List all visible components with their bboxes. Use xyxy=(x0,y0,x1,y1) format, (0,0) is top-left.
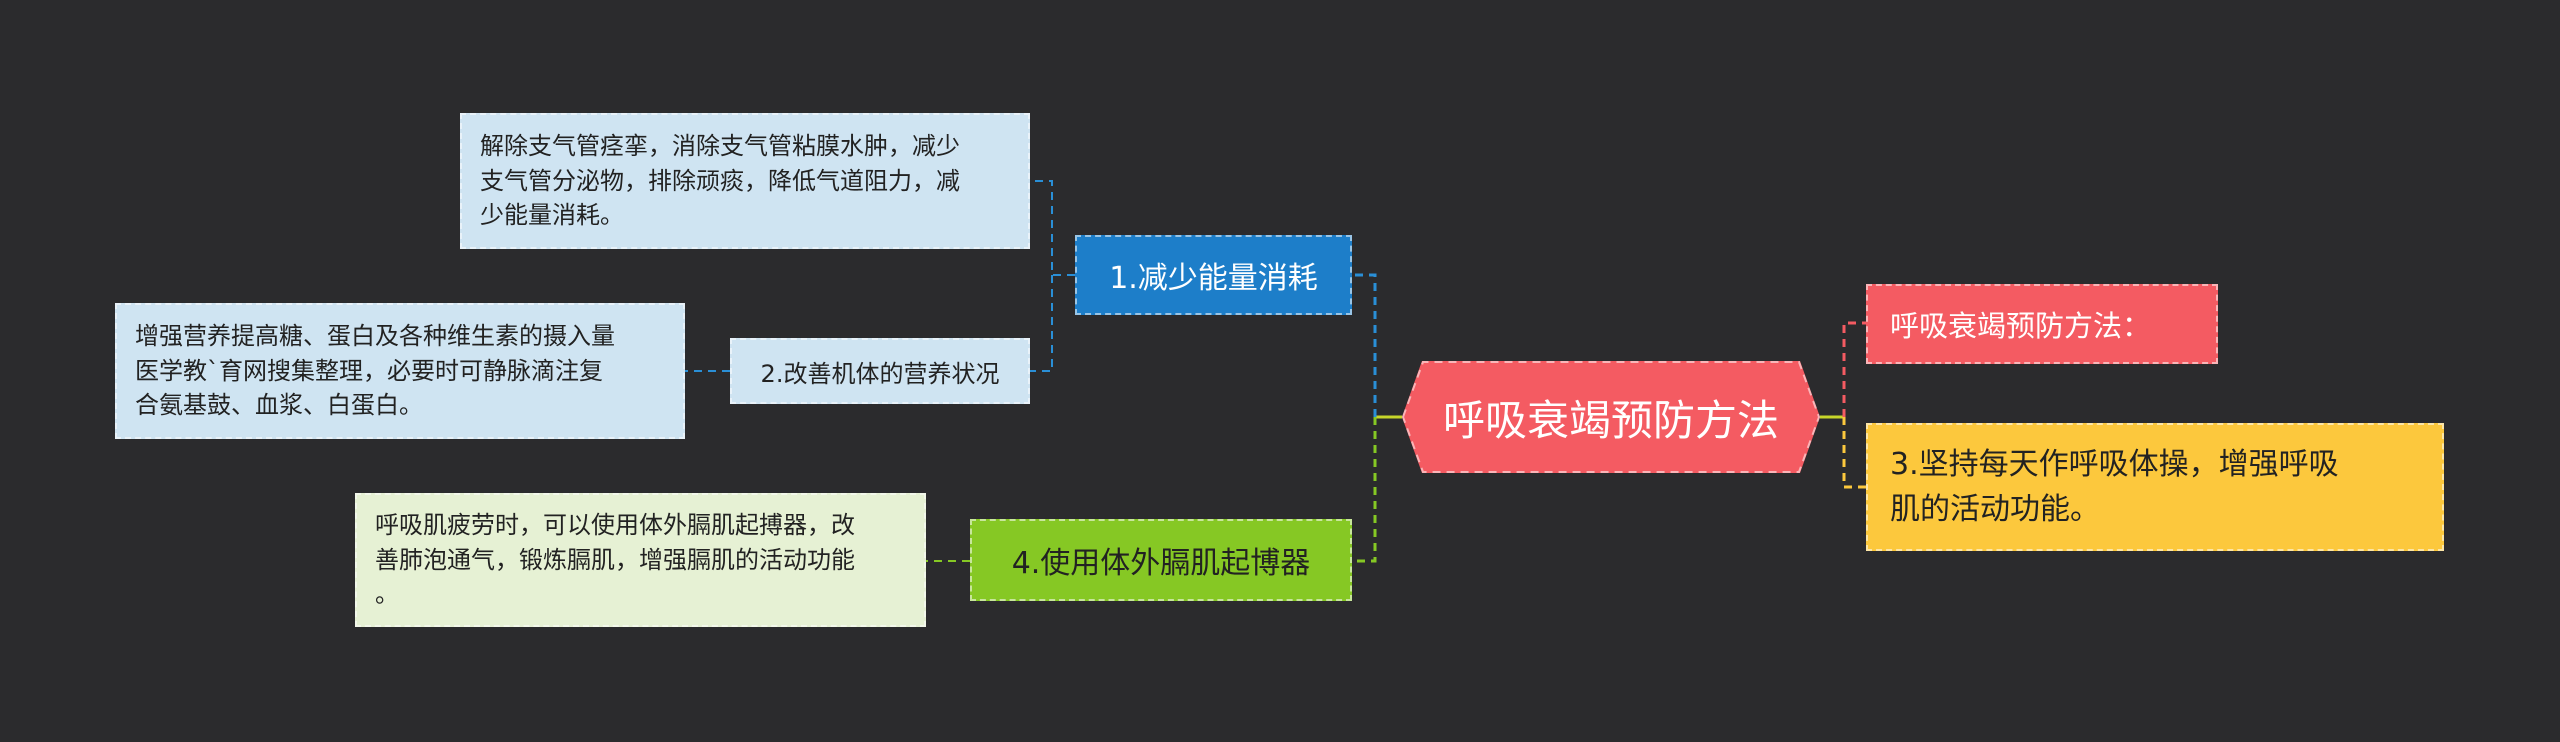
leaf-text-line: 医学教`育网搜集整理，必要时可静脉滴注复 xyxy=(135,356,603,385)
branch-methods-title-label: 呼吸衰竭预防方法： xyxy=(1890,309,2152,343)
branch-diaphragm-pacer[interactable]: 4.使用体外膈肌起博器 xyxy=(970,519,1352,601)
leaf-text-line: 解除支气管痉挛，消除支气管粘膜水肿，减少 xyxy=(480,131,960,160)
branch-improve-nutrition-label: 2.改善机体的营养状况 xyxy=(760,359,1000,388)
branch-methods-title[interactable]: 呼吸衰竭预防方法： xyxy=(1866,284,2218,364)
branch-text-line: 肌的活动功能。 xyxy=(1890,492,2100,527)
leaf-text-line: 少能量消耗。 xyxy=(480,201,624,230)
branch-diaphragm-pacer-label: 4.使用体外膈肌起博器 xyxy=(1011,546,1311,581)
branch-improve-nutrition[interactable]: 2.改善机体的营养状况 xyxy=(730,338,1030,404)
leaf-text-line: 善肺泡通气，锻炼膈肌，增强膈肌的活动功能 xyxy=(375,545,855,574)
leaf-text-line: 支气管分泌物，排除顽痰，降低气道阻力，减 xyxy=(480,166,960,195)
leaf-text-line: 。 xyxy=(375,580,399,609)
leaf-text-line: 呼吸肌疲劳时，可以使用体外膈肌起搏器，改 xyxy=(375,510,855,539)
branch-reduce-energy[interactable]: 1.减少能量消耗 xyxy=(1075,235,1352,315)
leaf-text-line: 增强营养提高糖、蛋白及各种维生素的摄入量 xyxy=(135,321,615,350)
branch-text-line: 3.坚持每天作呼吸体操，增强呼吸 xyxy=(1890,447,2339,482)
leaf-diaphragm-pacer-detail[interactable]: 呼吸肌疲劳时，可以使用体外膈肌起搏器，改 善肺泡通气，锻炼膈肌，增强膈肌的活动功… xyxy=(355,493,926,627)
branch-breathing-exercise[interactable]: 3.坚持每天作呼吸体操，增强呼吸 肌的活动功能。 xyxy=(1866,423,2444,551)
root-topic-label: 呼吸衰竭预防方法 xyxy=(1442,395,1779,445)
branch-reduce-energy-label: 1.减少能量消耗 xyxy=(1109,261,1318,296)
root-topic[interactable]: 呼吸衰竭预防方法 xyxy=(1402,361,1820,473)
leaf-text-line: 合氨基鼓、血浆、白蛋白。 xyxy=(135,391,423,420)
leaf-improve-nutrition-detail[interactable]: 增强营养提高糖、蛋白及各种维生素的摄入量 医学教`育网搜集整理，必要时可静脉滴注… xyxy=(115,303,685,439)
root-topic-outline xyxy=(1402,361,1820,473)
leaf-reduce-energy-detail[interactable]: 解除支气管痉挛，消除支气管粘膜水肿，减少 支气管分泌物，排除顽痰，降低气道阻力，… xyxy=(460,113,1030,249)
